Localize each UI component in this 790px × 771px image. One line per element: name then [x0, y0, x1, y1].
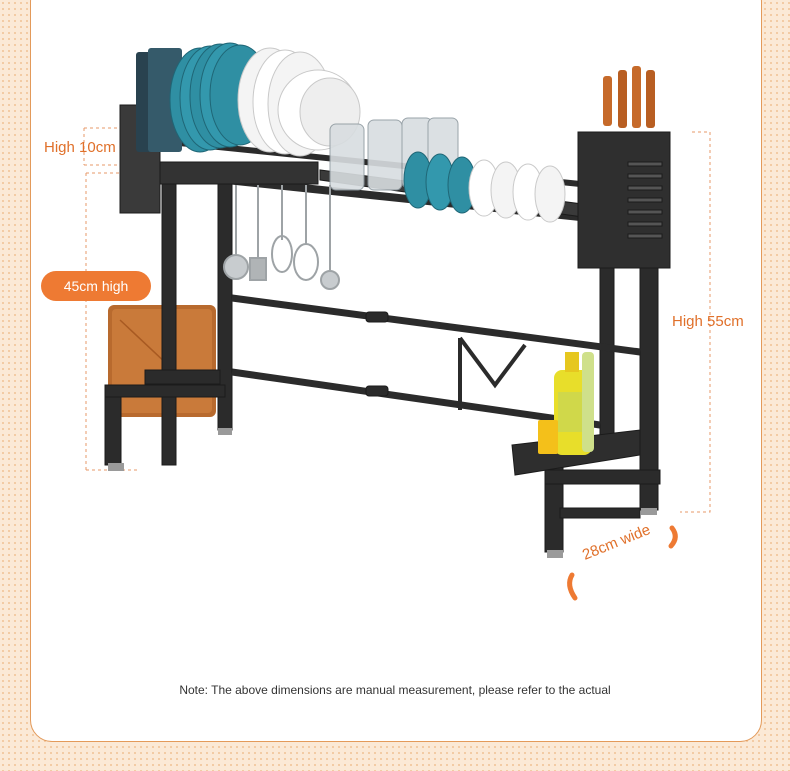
rack-feet [108, 428, 657, 558]
hanging-utensils [223, 185, 340, 290]
height-total-label: High 55cm [672, 313, 744, 330]
dimension-lines [83, 127, 711, 513]
width-mark-left [567, 572, 578, 601]
width-mark-right [668, 525, 678, 549]
height-lower-badge: 45cm high [41, 271, 151, 301]
dish-soap-bottle [538, 352, 594, 455]
measurement-note: Note: The above dimensions are manual me… [179, 683, 611, 697]
bowls [403, 151, 566, 223]
height-top-label: High 10cm [44, 139, 116, 156]
knives [603, 66, 655, 128]
